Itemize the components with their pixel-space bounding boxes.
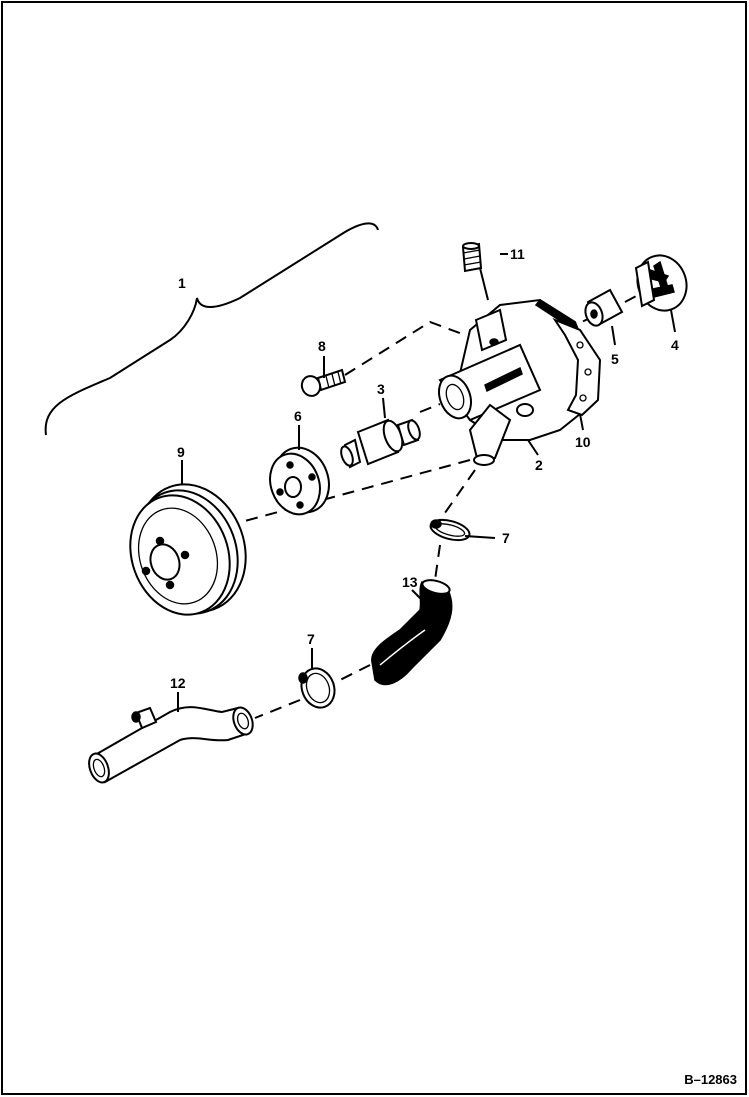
callout-12: 12 bbox=[170, 675, 186, 691]
callout-5: 5 bbox=[611, 351, 619, 367]
callout-7-lower: 7 bbox=[307, 631, 315, 647]
plug bbox=[461, 242, 483, 273]
callout-9: 9 bbox=[177, 444, 185, 460]
hose-clamp-lower bbox=[298, 667, 336, 709]
pipe bbox=[88, 706, 254, 784]
gasket bbox=[552, 317, 602, 417]
callout-4: 4 bbox=[671, 337, 679, 353]
flange-hub bbox=[269, 446, 330, 516]
hose-clamp-upper bbox=[429, 518, 471, 542]
figure-reference-code: B–12863 bbox=[684, 1072, 737, 1087]
callout-2: 2 bbox=[535, 457, 543, 473]
impeller bbox=[634, 254, 688, 312]
callout-13: 13 bbox=[402, 574, 418, 590]
pulley bbox=[129, 483, 247, 616]
hose bbox=[371, 579, 453, 686]
bolt bbox=[300, 368, 347, 397]
callout-6: 6 bbox=[294, 408, 302, 424]
shaft-bearing bbox=[340, 418, 421, 469]
callout-7-upper: 7 bbox=[502, 530, 510, 546]
seal bbox=[584, 288, 624, 327]
callout-1: 1 bbox=[178, 275, 186, 291]
assembly-bracket bbox=[44, 222, 379, 436]
callout-labels: 1 11 4 5 10 2 8 3 6 9 7 13 7 12 bbox=[170, 246, 679, 691]
callout-11: 11 bbox=[510, 246, 525, 262]
leader-lines bbox=[177, 253, 676, 712]
callout-10: 10 bbox=[575, 434, 591, 450]
callout-8: 8 bbox=[318, 338, 326, 354]
callout-3: 3 bbox=[377, 381, 385, 397]
assembly-lines bbox=[229, 293, 641, 719]
